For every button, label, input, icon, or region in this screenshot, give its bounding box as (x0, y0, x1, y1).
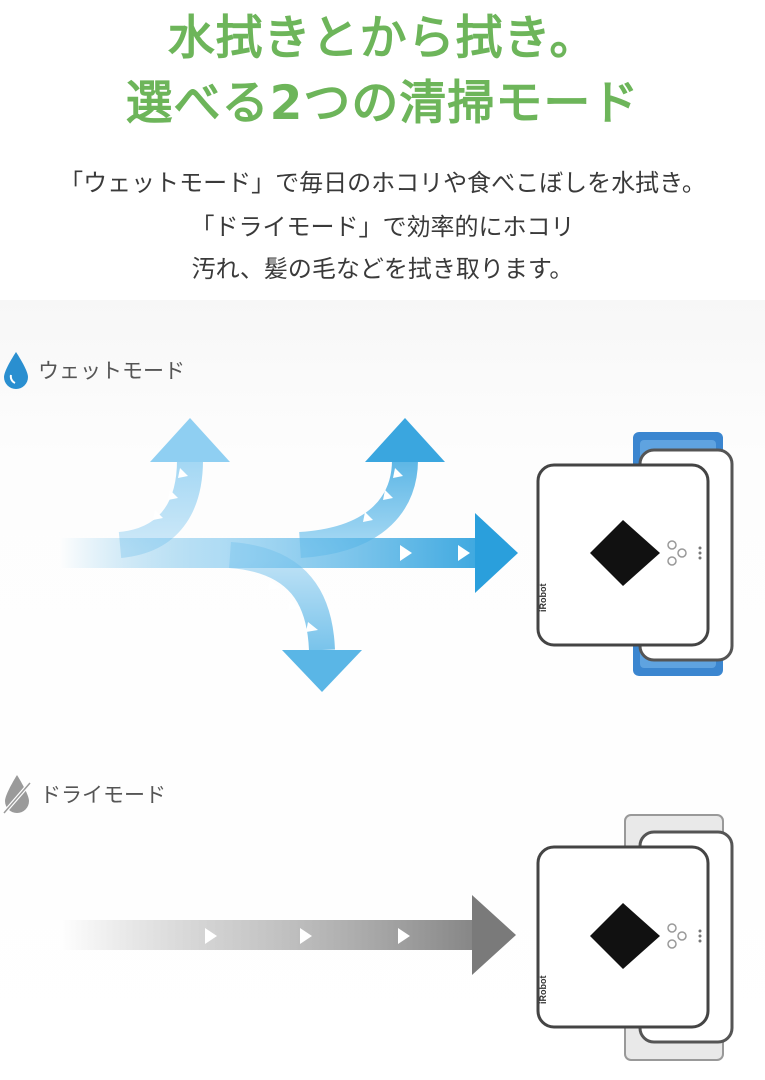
wet-mode-label: ウェットモード (2, 350, 185, 390)
description-line-1: 「ウェットモード」で毎日のホコリや食べこぼしを水拭き。 (59, 169, 706, 197)
wet-robot-logo: iRobot (538, 584, 548, 613)
wet-mode-arrows (60, 418, 518, 692)
dry-mode-arrow (60, 895, 516, 975)
brand-text: iRobot (538, 975, 548, 1005)
brand-text: iRobot (538, 583, 548, 613)
dry-robot-logo: iRobot (538, 976, 548, 1005)
dry-mode-text: ドライモード (40, 783, 166, 807)
water-drop-icon (4, 352, 28, 389)
hero-section: 水拭きとから拭き。 選べる2つの清掃モード 「ウェットモード」で毎日のホコリや食… (0, 0, 765, 300)
dry-mode-label: ドライモード (2, 773, 166, 815)
dry-robot-image (536, 814, 734, 1061)
description-line-3: 汚れ、髪の毛などを拭き取ります。 (191, 255, 574, 283)
wet-mode-text: ウェットモード (38, 359, 185, 383)
headline-line-2: 選べる2つの清掃モード (125, 76, 640, 131)
headline-line-1: 水拭きとから拭き。 (167, 11, 598, 66)
description-line-2: 「ドライモード」で効率的にホコリ (190, 213, 575, 241)
dry-drop-icon (2, 775, 32, 815)
wet-robot-image (536, 432, 734, 676)
